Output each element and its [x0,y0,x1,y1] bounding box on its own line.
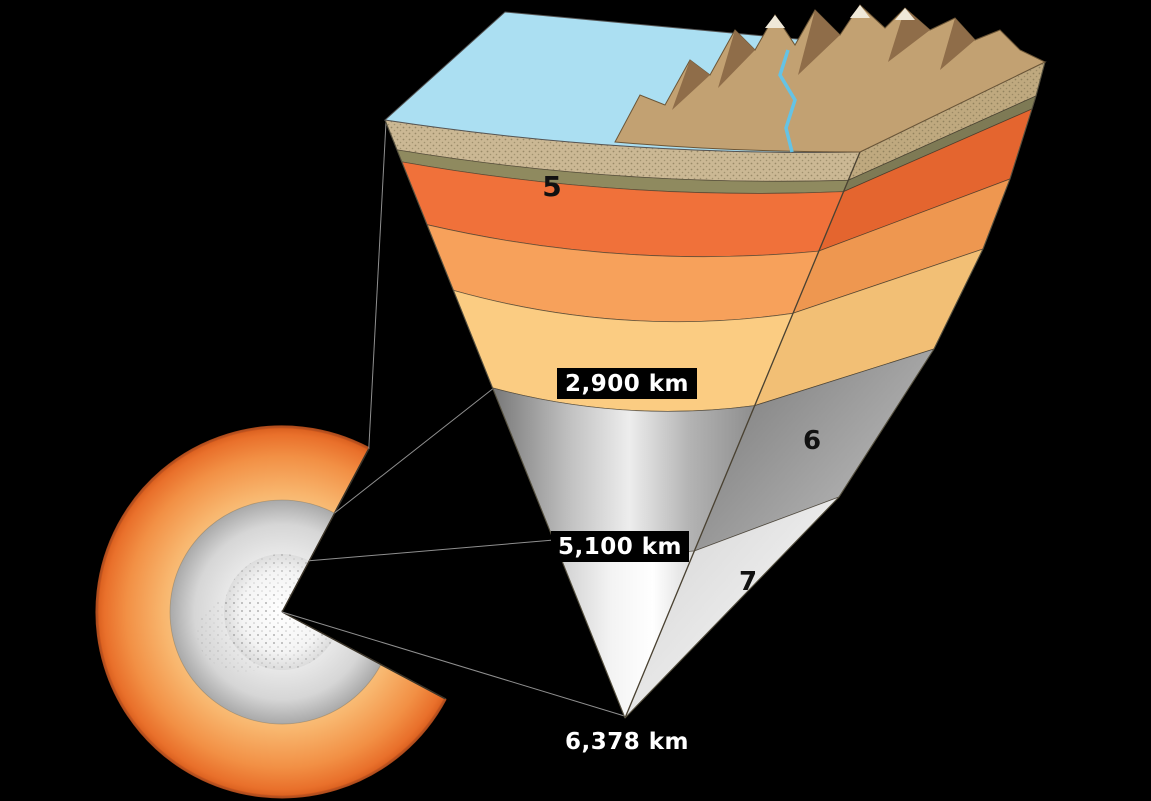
connector-line-2900 [334,388,493,514]
wedge-edges [384,61,1046,719]
connector-line-surface [368,121,387,449]
wedge-front-face [384,119,861,720]
depth-label-6378-box [556,726,698,757]
wedge-top-surface [383,4,1047,153]
crust-band-front-stipple [385,120,860,182]
depth-label-5100-text: 5,100 km [558,534,682,560]
wedge-left-edge [384,119,626,719]
depth-labels: 2,900 km 5,100 km 6,378 km [551,368,698,757]
core-shadow-stipple [197,596,289,672]
connector-line-5100 [309,539,555,562]
crust-band-right-stipple [848,62,1045,181]
depth-label-2900-box [557,368,697,399]
river [778,49,797,153]
cutaway-cut-edges [281,448,446,700]
layer-number-7: 7 [739,567,757,597]
layer-number-5: 5 [542,170,561,203]
mountain-snow-caps [765,5,915,28]
mountain-terrain [614,4,1047,153]
layer-number-6: 6 [803,426,821,456]
wedge-crease-edge [624,151,861,719]
depth-label-6378-text: 6,378 km [565,729,689,755]
cutaway-outer-rim [95,425,447,799]
earth-cutaway-disc [95,425,447,799]
depth-label-2900-text: 2,900 km [565,371,689,397]
mountain-shading [672,8,975,110]
connector-line-center [281,611,625,717]
layer-numbers: 5 6 7 [542,170,821,597]
wedge-right-silhouette [624,61,1046,719]
depth-label-5100-box [551,531,689,562]
connector-lines [281,121,625,717]
